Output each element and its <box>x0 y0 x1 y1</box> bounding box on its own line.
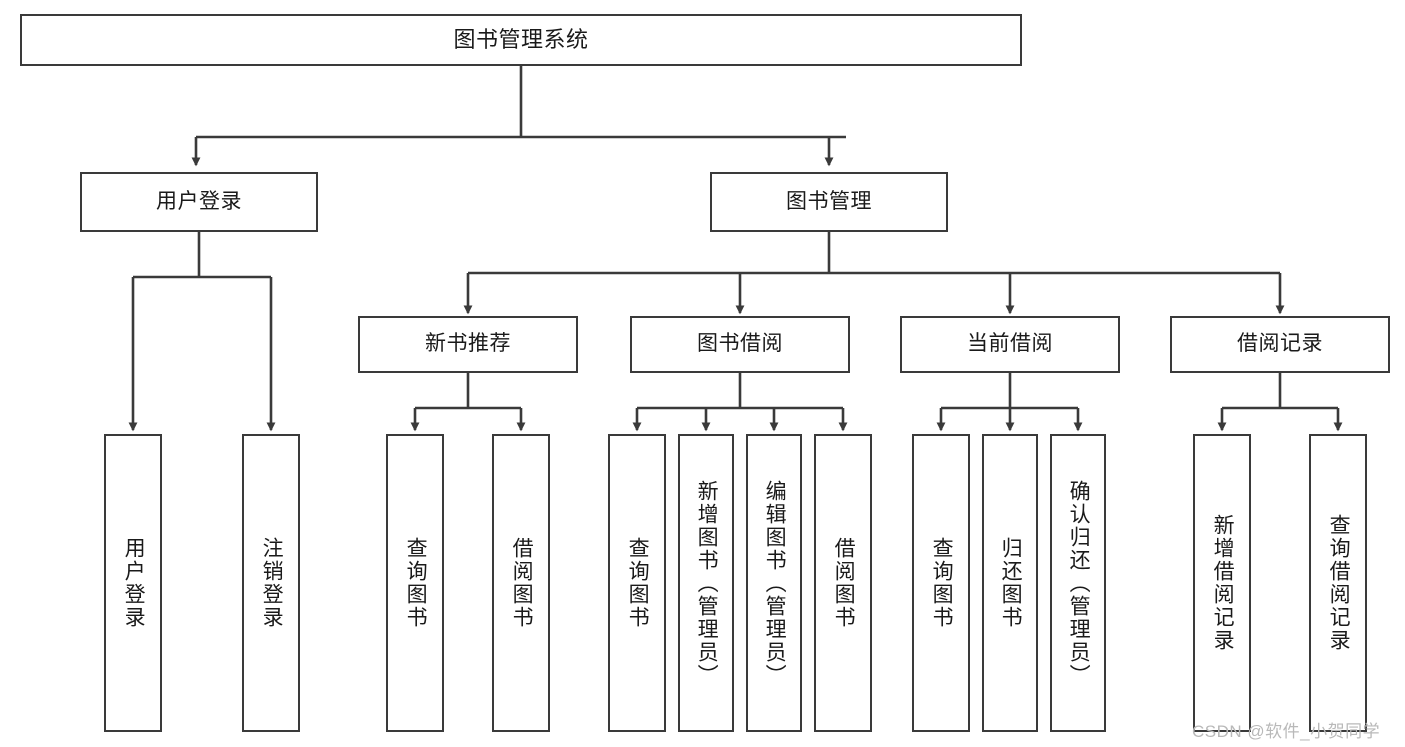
node-book-management[interactable]: 图书管理 <box>710 172 948 232</box>
node-label: 借阅图书 <box>832 537 856 629</box>
leaf-edit-book-admin[interactable]: 编辑图书（管理员） <box>746 434 802 732</box>
node-label: 新增图书（管理员） <box>695 479 719 687</box>
node-label: 用户登录 <box>122 537 146 629</box>
node-label: 查询图书 <box>404 537 428 629</box>
leaf-add-borrowing-record[interactable]: 新增借阅记录 <box>1193 434 1251 732</box>
leaf-logout[interactable]: 注销登录 <box>242 434 300 732</box>
watermark-text: CSDN @软件_小贺同学 <box>1192 722 1381 741</box>
node-new-book-recommendation[interactable]: 新书推荐 <box>358 316 578 373</box>
leaf-query-books-recommendation[interactable]: 查询图书 <box>386 434 444 732</box>
leaf-borrow-books-recommendation[interactable]: 借阅图书 <box>492 434 550 732</box>
node-label: 当前借阅 <box>967 332 1053 356</box>
node-root-library-management-system[interactable]: 图书管理系统 <box>20 14 1022 66</box>
node-label: 用户登录 <box>156 189 242 213</box>
node-label: 新增借阅记录 <box>1211 514 1235 652</box>
leaf-confirm-return-admin[interactable]: 确认归还（管理员） <box>1050 434 1106 732</box>
node-label: 图书管理系统 <box>453 27 589 53</box>
node-label: 新书推荐 <box>425 332 511 356</box>
node-label: 查询图书 <box>930 537 954 629</box>
leaf-borrow-books-borrowing[interactable]: 借阅图书 <box>814 434 872 732</box>
node-current-borrowing[interactable]: 当前借阅 <box>900 316 1120 373</box>
node-label: 归还图书 <box>999 537 1023 629</box>
node-label: 确认归还（管理员） <box>1067 479 1091 687</box>
leaf-user-login[interactable]: 用户登录 <box>104 434 162 732</box>
leaf-query-borrowing-record[interactable]: 查询借阅记录 <box>1309 434 1367 732</box>
node-user-login[interactable]: 用户登录 <box>80 172 318 232</box>
node-label: 编辑图书（管理员） <box>763 479 787 687</box>
node-label: 借阅图书 <box>510 537 534 629</box>
node-book-borrowing[interactable]: 图书借阅 <box>630 316 850 373</box>
leaf-return-books[interactable]: 归还图书 <box>982 434 1038 732</box>
node-label: 图书管理 <box>786 189 872 213</box>
node-label: 图书借阅 <box>697 332 783 356</box>
leaf-add-book-admin[interactable]: 新增图书（管理员） <box>678 434 734 732</box>
node-borrowing-records[interactable]: 借阅记录 <box>1170 316 1390 373</box>
leaf-query-books-current[interactable]: 查询图书 <box>912 434 970 732</box>
node-label: 查询图书 <box>626 537 650 629</box>
node-label: 查询借阅记录 <box>1327 514 1351 652</box>
node-label: 借阅记录 <box>1237 332 1323 356</box>
node-label: 注销登录 <box>260 537 284 629</box>
leaf-query-books-borrowing[interactable]: 查询图书 <box>608 434 666 732</box>
